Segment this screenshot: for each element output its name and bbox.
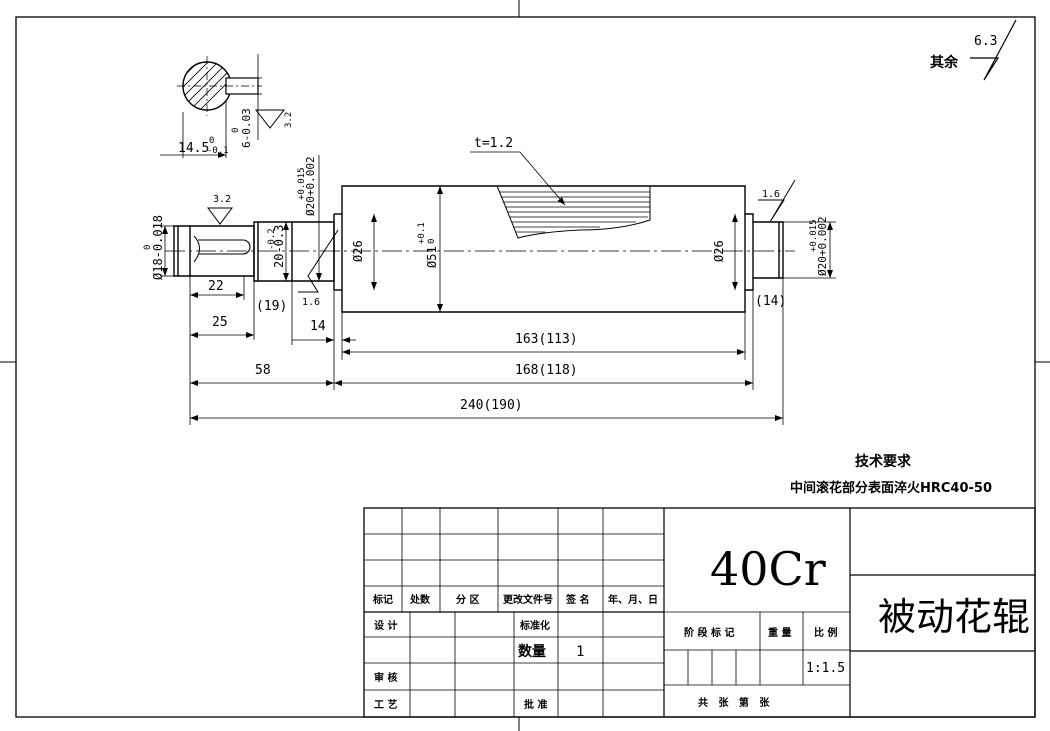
title-block-headers: 标记 处数 分 区 更改文件号 签 名 年、月、日 <box>372 593 658 606</box>
roughness-symbols <box>207 179 796 293</box>
total-sheets-label: 共 张 第 张 <box>698 696 770 709</box>
hdr-doc: 更改文件号 <box>503 593 553 606</box>
tech-req-line1: 中间滚花部分表面淬火HRC40-50 <box>790 480 992 496</box>
scale-label: 比 例 <box>814 626 837 639</box>
roughness-rest-value: 6.3 <box>974 34 997 49</box>
key-depth-tol: 0 <box>231 128 241 133</box>
len-22: 22 <box>208 279 224 294</box>
dim-groove: 20-0.3 <box>272 225 286 268</box>
stage-mark-label: 阶 段 标 记 <box>684 626 734 639</box>
dim-body-tol2: 0 <box>427 239 437 244</box>
dim-bore-right: Ø26 <box>712 240 726 262</box>
roughness-rest-symbol: 其余 6.3 <box>930 19 1017 81</box>
len-240: 240(190) <box>460 398 523 413</box>
len-14: 14 <box>310 319 326 334</box>
len-58: 58 <box>255 363 271 378</box>
hdr-date: 年、月、日 <box>608 593 658 606</box>
standard-label: 标准化 <box>519 619 550 632</box>
dim-left-end: Ø18-0.018 <box>151 215 165 280</box>
len-163: 163(113) <box>515 332 578 347</box>
dim-body-tol: +0.1 <box>417 222 427 244</box>
approve-label: 批 准 <box>524 698 547 711</box>
knurl-area <box>470 151 651 239</box>
diameter-dims <box>160 155 836 312</box>
knurl-depth: t=1.2 <box>474 136 513 151</box>
part-name-label: 被动花辊 <box>878 595 1030 639</box>
material-label: 40Cr <box>710 542 826 596</box>
rough-left: 3.2 <box>213 194 231 205</box>
review-label: 审 核 <box>374 671 397 684</box>
hdr-zone: 分 区 <box>456 593 479 606</box>
rough-right: 1.6 <box>762 189 780 200</box>
len-19: (19) <box>256 299 287 314</box>
roughness-rest-label: 其余 <box>930 54 959 71</box>
dim-bearing-right: Ø20+0.002 <box>816 216 829 276</box>
weight-label: 重 量 <box>768 626 791 639</box>
dim-groove-tol: -0.2 <box>267 228 277 250</box>
dim-bearing-left-tol: +0.015 <box>297 167 307 200</box>
process-label: 工 艺 <box>374 698 397 711</box>
shaft-outline <box>173 185 784 313</box>
dim-bearing-left: Ø20+0.002 <box>304 156 317 216</box>
key-roughness: 3.2 <box>284 112 294 128</box>
len-25: 25 <box>212 315 228 330</box>
key-depth-dim: 6-0.03 <box>240 108 253 148</box>
title-block <box>363 507 1036 718</box>
tech-req-title: 技术要求 <box>855 453 912 470</box>
dim-bearing-right-tol: +0.015 <box>809 219 819 252</box>
qty-label: 数量 <box>518 643 546 660</box>
key-width-tol2: -0.1 <box>207 146 229 156</box>
length-dims <box>189 276 784 425</box>
hdr-sign: 签 名 <box>565 593 589 606</box>
key-width-dim: 14.5 <box>178 141 209 156</box>
qty-value: 1 <box>576 644 584 660</box>
dim-bore-left: Ø26 <box>351 240 365 262</box>
len-168: 168(118) <box>515 363 578 378</box>
rough-shoulder: 1.6 <box>302 297 320 308</box>
hdr-mark: 标记 <box>372 593 393 606</box>
key-section-view <box>160 54 286 158</box>
dim-body: Ø51 <box>425 246 439 268</box>
dim-left-end-tol: 0 <box>143 245 153 250</box>
key-width-tol: 0 <box>209 136 214 146</box>
scale-value: 1:1.5 <box>806 661 845 676</box>
len-14-right: (14) <box>755 294 786 309</box>
design-label: 设 计 <box>374 619 397 632</box>
hdr-count: 处数 <box>409 593 431 606</box>
